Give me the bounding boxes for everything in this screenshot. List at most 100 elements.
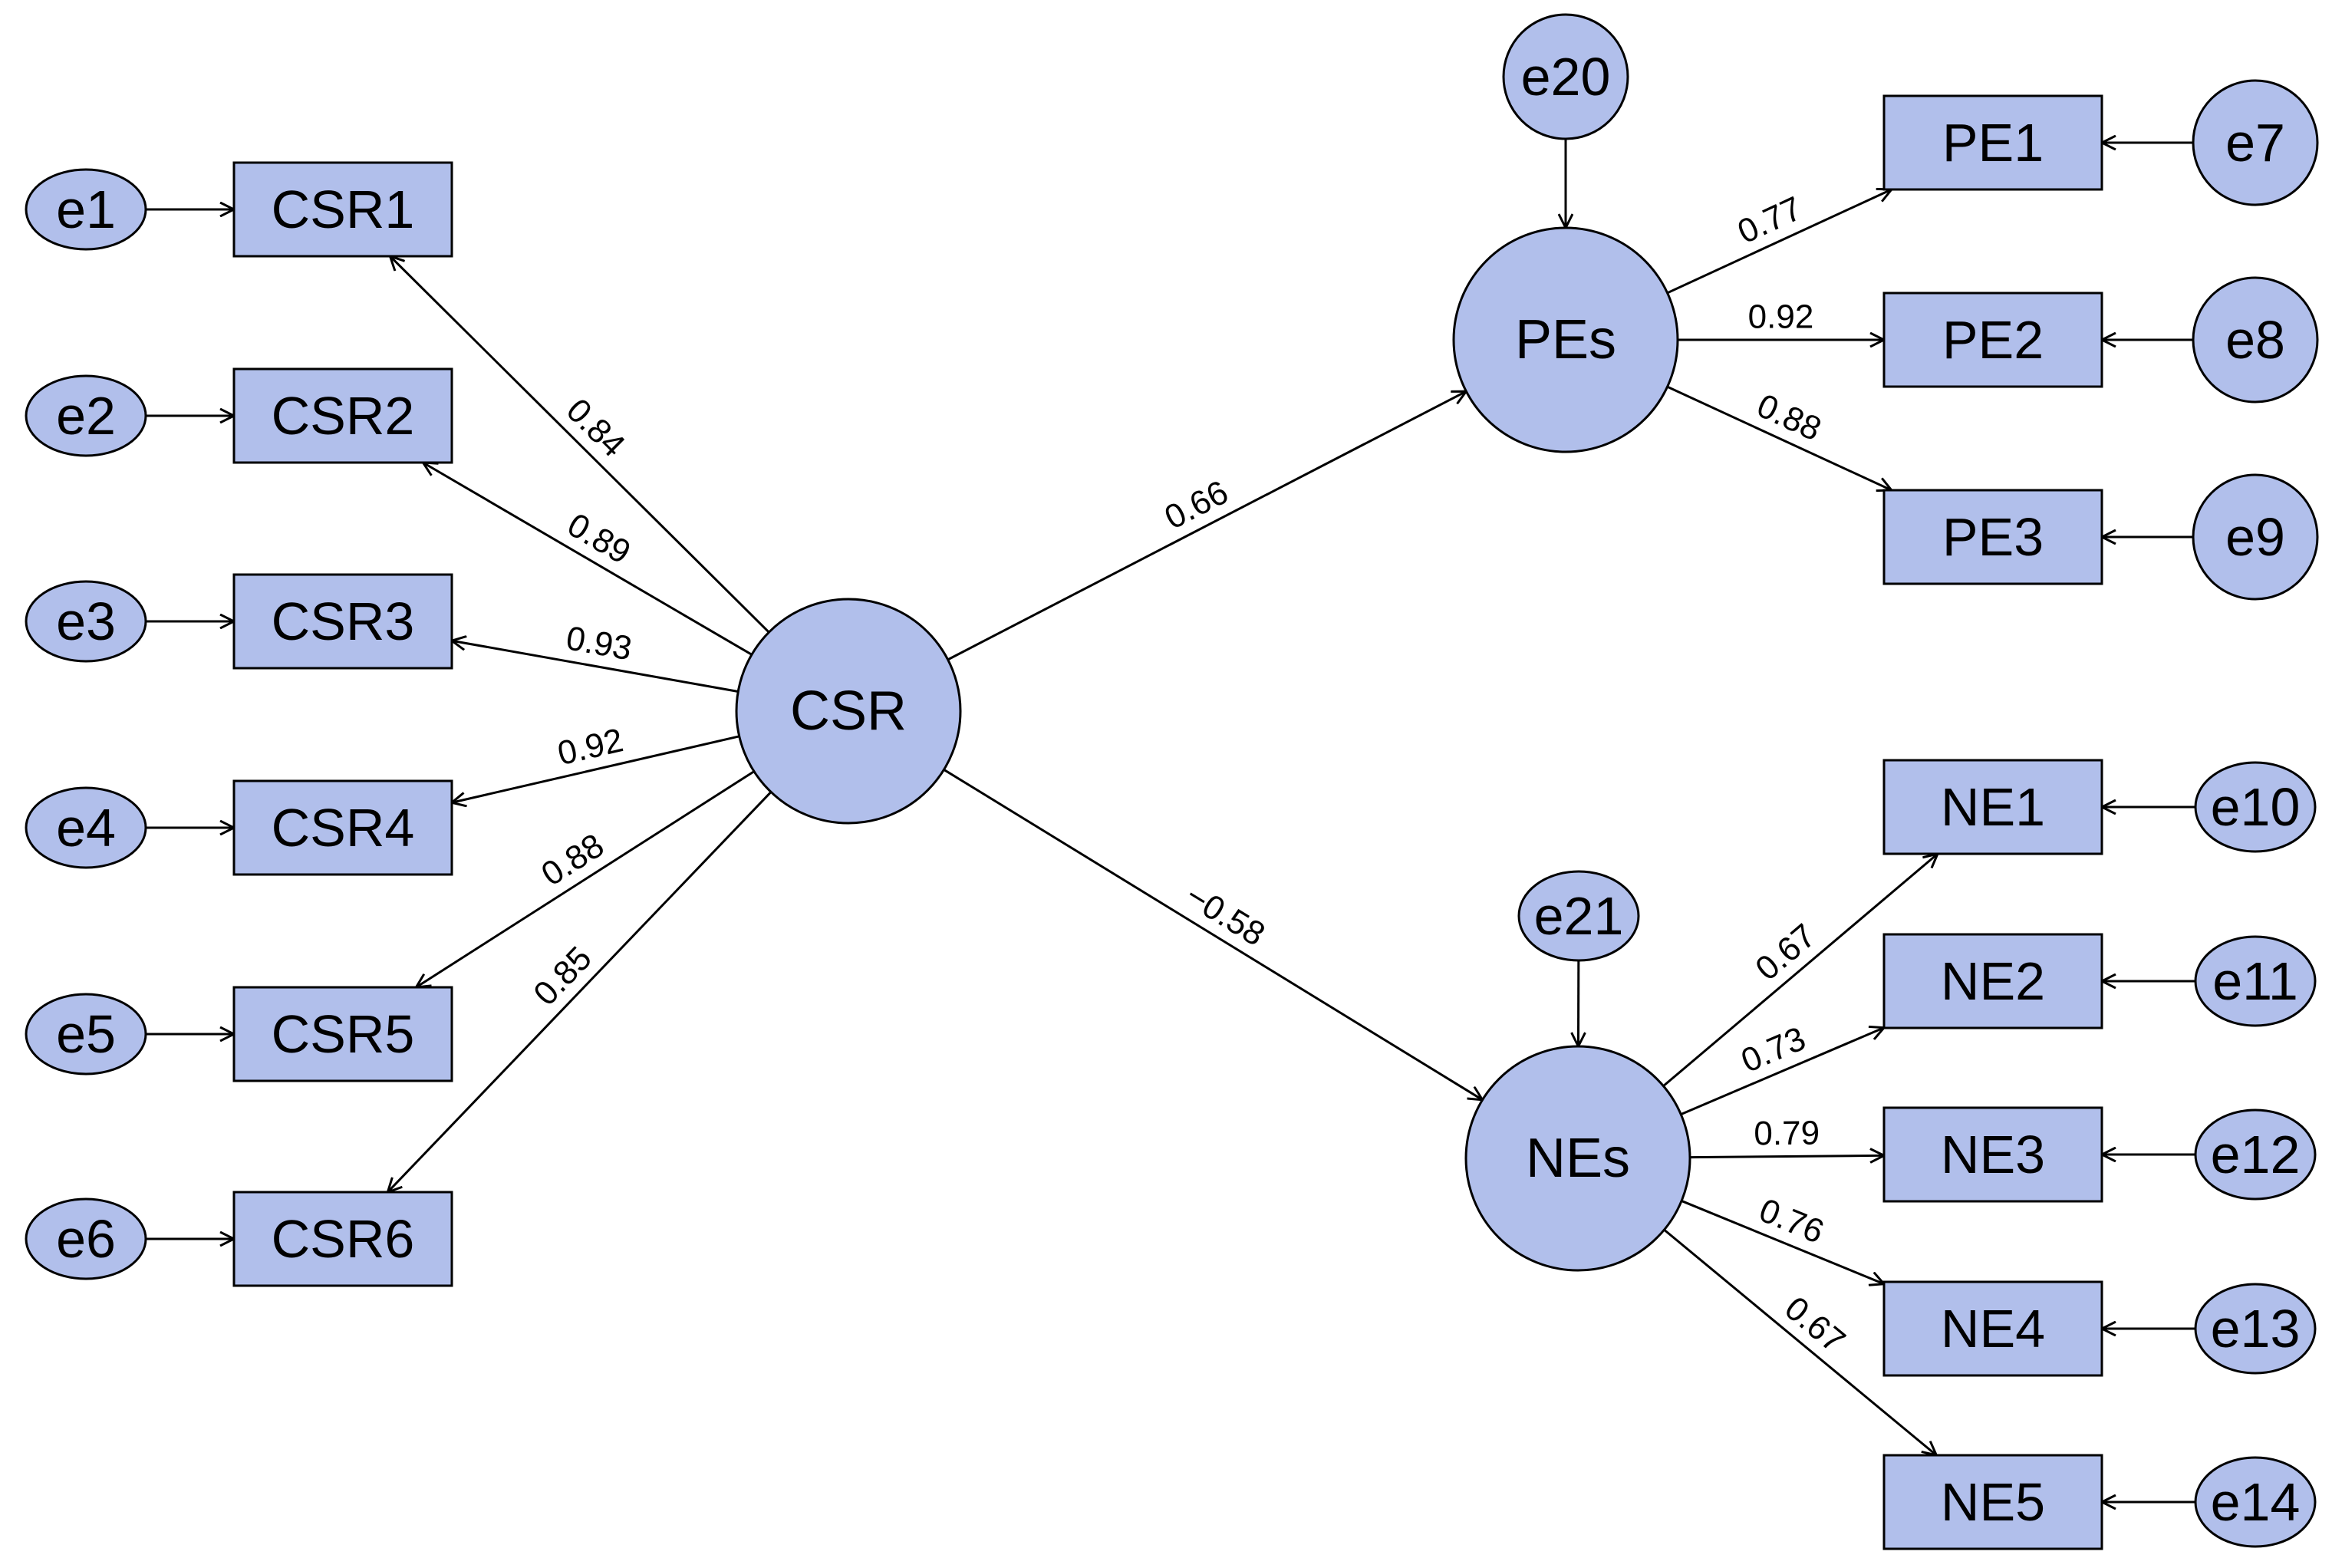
edge-label-CSR-CSR1: 0.84	[559, 391, 632, 464]
indicator-box-csr6	[232, 1191, 453, 1287]
node-label-e10: e10	[2211, 777, 2301, 837]
node-ne5: NE5	[1882, 1454, 2103, 1550]
edge-CSR-to-CSR1	[390, 256, 770, 634]
edge-CSR-to-NEs	[943, 769, 1482, 1099]
node-pe2: PE2	[1882, 292, 2103, 388]
edge-label-CSR-CSR5: 0.88	[535, 826, 611, 893]
node-label-e13: e13	[2211, 1299, 2301, 1359]
node-csr2: CSR2	[232, 367, 453, 464]
error-circle-e8	[2192, 276, 2319, 404]
edges-layer	[146, 139, 2195, 1502]
node-ne1: NE1	[1882, 759, 2103, 855]
edge-label-CSR-CSR2: 0.89	[561, 506, 637, 572]
node-label-ne5: NE5	[1941, 1472, 2045, 1532]
latent-circle-pes	[1452, 226, 1679, 453]
node-ne4: NE4	[1882, 1280, 2103, 1377]
edge-CSR-to-CSR6	[387, 791, 772, 1192]
error-ellipse-e21	[1517, 870, 1640, 962]
node-label-e7: e7	[2225, 113, 2285, 173]
node-label-pe3: PE3	[1942, 507, 2044, 567]
indicator-box-csr2	[232, 367, 453, 464]
node-label-e20: e20	[1521, 47, 1611, 107]
node-ne3: NE3	[1882, 1106, 2103, 1203]
node-label-e11: e11	[2212, 951, 2298, 1011]
node-csr1: CSR1	[232, 161, 453, 258]
error-ellipse-e1	[25, 168, 147, 251]
node-label-ne2: NE2	[1941, 951, 2045, 1011]
indicator-box-csr5	[232, 986, 453, 1082]
error-ellipse-e11	[2194, 935, 2317, 1027]
indicator-box-pe1	[1882, 94, 2103, 191]
error-circle-e7	[2192, 79, 2319, 206]
node-pe3: PE3	[1882, 489, 2103, 585]
latent-circle-nes	[1464, 1045, 1691, 1272]
node-label-csr5: CSR5	[272, 1004, 415, 1064]
node-label-ne3: NE3	[1941, 1125, 2045, 1184]
node-label-csr4: CSR4	[272, 798, 415, 858]
edge-CSR-to-CSR3	[452, 641, 739, 693]
edge-label-PEs-PE3: 0.88	[1751, 387, 1826, 448]
node-e6: e6	[25, 1197, 147, 1280]
node-e2: e2	[25, 374, 147, 457]
indicator-box-ne5	[1882, 1454, 2103, 1550]
node-csr: CSR	[735, 598, 962, 825]
node-label-pes: PEs	[1515, 309, 1616, 371]
node-label-pe1: PE1	[1942, 113, 2044, 173]
error-ellipse-e10	[2194, 761, 2317, 853]
edge-label-NEs-NE2: 0.73	[1736, 1020, 1811, 1080]
node-e10: e10	[2194, 761, 2317, 853]
node-csr5: CSR5	[232, 986, 453, 1082]
node-e5: e5	[25, 993, 147, 1076]
node-csr4: CSR4	[232, 779, 453, 876]
edge-PEs-to-PE1	[1666, 189, 1892, 295]
error-ellipse-e2	[25, 374, 147, 457]
node-e13: e13	[2194, 1283, 2317, 1375]
node-e1: e1	[25, 168, 147, 251]
node-e20: e20	[1502, 13, 1629, 140]
error-ellipse-e14	[2194, 1456, 2317, 1548]
error-ellipse-e6	[25, 1197, 147, 1280]
error-ellipse-e4	[25, 786, 147, 869]
node-pes: PEs	[1452, 226, 1679, 453]
node-label-e2: e2	[56, 386, 116, 446]
node-label-csr6: CSR6	[272, 1209, 415, 1269]
node-label-nes: NEs	[1526, 1128, 1630, 1189]
node-e9: e9	[2192, 473, 2319, 601]
node-label-csr2: CSR2	[272, 386, 415, 446]
edge-NEs-to-NE1	[1662, 854, 1938, 1087]
edge-CSR-to-CSR2	[423, 463, 753, 656]
edge-label-CSR-PEs: 0.66	[1158, 473, 1234, 537]
error-ellipse-e12	[2194, 1108, 2317, 1201]
indicator-box-csr3	[232, 573, 453, 670]
node-label-e6: e6	[56, 1209, 116, 1269]
edge-NEs-to-NE2	[1680, 1028, 1884, 1116]
node-ne2: NE2	[1882, 933, 2103, 1029]
node-label-ne4: NE4	[1941, 1299, 2045, 1359]
node-csr6: CSR6	[232, 1191, 453, 1287]
node-label-e3: e3	[56, 591, 116, 651]
node-csr3: CSR3	[232, 573, 453, 670]
node-label-csr1: CSR1	[272, 180, 415, 239]
indicator-box-ne1	[1882, 759, 2103, 855]
node-nes: NEs	[1464, 1045, 1691, 1272]
node-label-e12: e12	[2211, 1125, 2301, 1184]
node-label-e4: e4	[56, 798, 116, 858]
edge-label-CSR-CSR3: 0.93	[563, 619, 634, 667]
edge-PEs-to-PE3	[1666, 385, 1892, 490]
indicator-box-ne4	[1882, 1280, 2103, 1377]
edge-label-NEs-NE3: 0.79	[1754, 1115, 1820, 1153]
node-label-e1: e1	[56, 180, 116, 239]
node-label-csr: CSR	[790, 680, 907, 742]
node-e4: e4	[25, 786, 147, 869]
edge-NEs-to-NE5	[1663, 1228, 1936, 1455]
indicator-box-csr4	[232, 779, 453, 876]
edge-label-PEs-PE1: 0.77	[1732, 189, 1807, 251]
node-e21: e21	[1517, 870, 1640, 962]
node-label-e14: e14	[2211, 1472, 2301, 1532]
error-ellipse-e13	[2194, 1283, 2317, 1375]
node-e11: e11	[2194, 935, 2317, 1027]
edge-NEs-to-NE4	[1681, 1200, 1884, 1283]
edge-CSR-to-CSR5	[416, 770, 755, 987]
